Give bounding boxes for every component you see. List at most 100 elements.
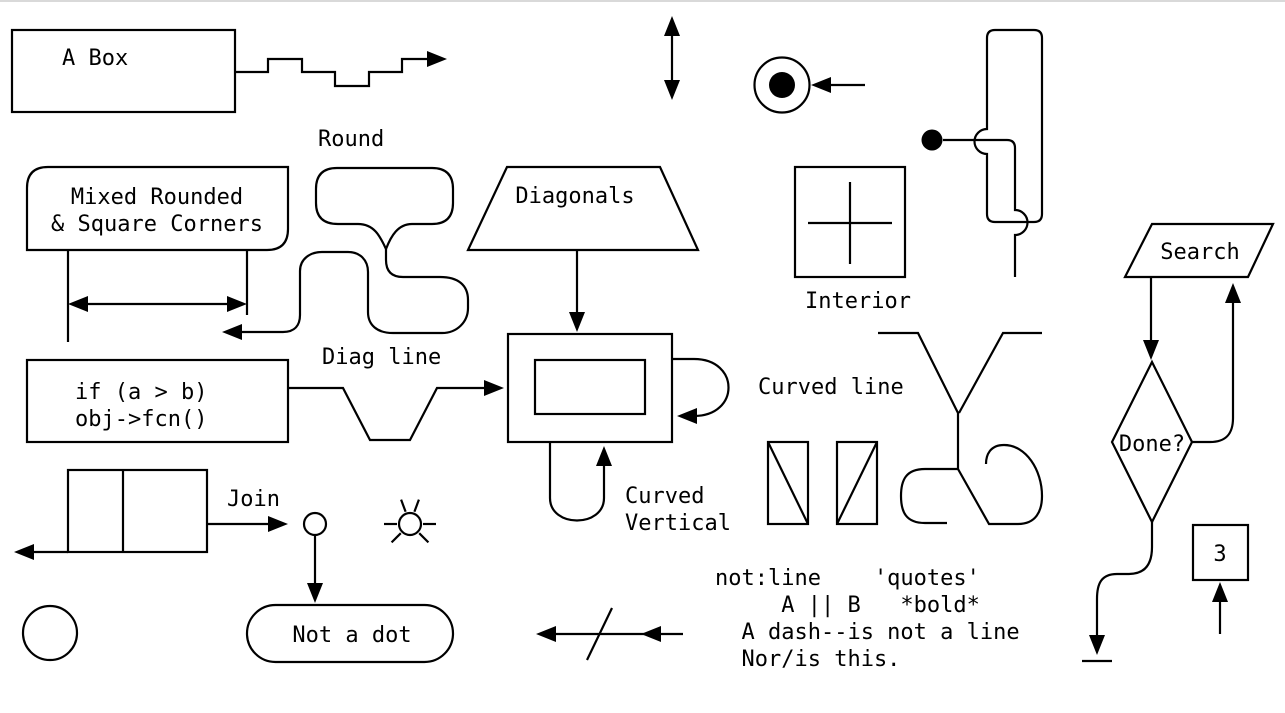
text-block-line3: A dash--is not a line [715, 620, 1020, 645]
circled-dot-figure [753, 56, 865, 114]
sun-ray [418, 532, 430, 544]
text-block-line4: Nor/is this. [715, 647, 900, 672]
join-figure: Join [14, 468, 328, 603]
y-left-hook [899, 467, 958, 525]
diagonals-label: Diagonals [515, 184, 634, 209]
if-box-figure: if (a > b) obj->fcn() Diag line [25, 345, 504, 444]
y-right-curl [957, 443, 1044, 526]
inner-dot [769, 72, 795, 98]
diagonals-figure: Diagonals [466, 165, 700, 332]
sun-ray [413, 499, 420, 513]
curved-vertical-label-line2: Vertical [625, 511, 731, 536]
bottom-loop-arrowhead-icon [596, 446, 612, 466]
sun-ray [390, 532, 402, 544]
sun-circle [397, 511, 423, 537]
left-arrowhead-icon [811, 77, 831, 93]
staircase-arrowhead-icon [427, 51, 447, 67]
sun-ray [400, 499, 407, 513]
curved-line-label: Curved line [758, 375, 904, 400]
plain-circle [21, 604, 79, 662]
loop-back-arrowhead-icon [1225, 283, 1241, 303]
if-label-line1: if (a > b) [75, 380, 207, 405]
not-a-dot-figure: Not a dot [245, 603, 455, 664]
search-label: Search [1160, 240, 1239, 265]
tall-rect-with-hop [973, 28, 1044, 224]
right-loop-arrowhead-icon [677, 408, 697, 424]
mixed-label-line1: Mixed Rounded [71, 185, 243, 210]
curved-line-figure: Curved line [758, 331, 1044, 526]
diag-line-arrowhead-icon [484, 380, 504, 396]
round-left-arrowhead-icon [222, 324, 242, 340]
not-a-dot-label: Not a dot [292, 623, 411, 648]
up-arrowhead-icon [664, 16, 680, 36]
three-label: 3 [1213, 542, 1226, 567]
slash-line [586, 607, 613, 661]
trapezoid [466, 165, 700, 252]
diag-line-label: Diag line [322, 345, 441, 370]
slashed-arrow-figure [536, 607, 683, 661]
line-hop-figure [921, 28, 1044, 277]
staircase-line [235, 57, 430, 88]
sun-icon [384, 499, 436, 544]
curved-vertical-label-line1: Curved [625, 484, 704, 509]
split-box [66, 468, 209, 554]
y-right-branch [958, 331, 1042, 414]
center-inner-rect [533, 358, 647, 416]
done-exit-squiggle [1095, 522, 1154, 638]
diag-rect-left [766, 440, 810, 526]
done-label: Done? [1119, 432, 1185, 457]
loop-back-path [1192, 300, 1235, 444]
if-label-line2: obj->fcn() [75, 407, 207, 432]
double-vertical-arrow [664, 16, 680, 100]
y-left-branch [878, 331, 960, 469]
a-box-figure: A Box [10, 28, 447, 114]
text-block-line2: A || B *bold* [715, 593, 980, 618]
a-box-rect [10, 28, 237, 114]
split-box-left-arrowhead-icon [14, 544, 34, 560]
search-down-arrowhead-icon [1143, 340, 1159, 360]
a-box-label: A Box [62, 46, 128, 71]
interior-box [793, 165, 907, 279]
three-box-rect [1191, 523, 1250, 582]
outer-circle [753, 56, 811, 114]
center-box-figure: Curved Vertical [506, 332, 731, 536]
measure-left-arrowhead-icon [68, 296, 88, 312]
round-figure: Round [222, 127, 470, 340]
round-label: Round [318, 127, 384, 152]
interior-figure: Interior [793, 165, 911, 314]
slashed-arrow-left-arrowhead-icon [536, 626, 556, 642]
mixed-corners-figure: Mixed Rounded & Square Corners [25, 165, 290, 342]
round-top-blob [314, 166, 455, 252]
stadium-shape [245, 603, 455, 664]
squiggle-arrowhead-icon [1089, 635, 1105, 655]
diag-rect-right [835, 440, 879, 526]
bottom-loop-path [548, 442, 606, 522]
search-flow-figure: Search Done? [1082, 222, 1275, 663]
node-down-arrowhead-icon [307, 583, 323, 603]
if-box-rect [25, 358, 290, 444]
right-loop-path [672, 357, 730, 418]
join-label: Join [227, 487, 280, 512]
center-box-rect [506, 332, 674, 444]
interior-label: Interior [805, 289, 911, 314]
join-node-circle [302, 511, 328, 537]
mixed-corners-box [25, 165, 290, 252]
three-up-arrowhead-icon [1212, 582, 1228, 602]
slashed-arrow-mid-arrowhead-icon [641, 626, 661, 642]
diagonal-rects-figure [766, 440, 879, 526]
three-box-figure: 3 [1191, 523, 1250, 634]
diag-line-path [288, 386, 485, 442]
search-parallelogram [1123, 222, 1275, 279]
trapezoid-arrowhead-icon [569, 312, 585, 332]
diag-rect-right-diagonal [836, 441, 878, 525]
not-line-text-block: not:line 'quotes' A || B *bold* A dash--… [715, 566, 1020, 672]
mixed-label-line2: & Square Corners [51, 212, 263, 237]
join-arrowhead-icon [268, 516, 288, 532]
crossing-line [943, 138, 1029, 277]
measure-right-arrowhead-icon [227, 296, 247, 312]
round-s-curve [242, 249, 470, 335]
down-arrowhead-icon [664, 80, 680, 100]
diag-rect-left-diagonal [767, 441, 809, 525]
